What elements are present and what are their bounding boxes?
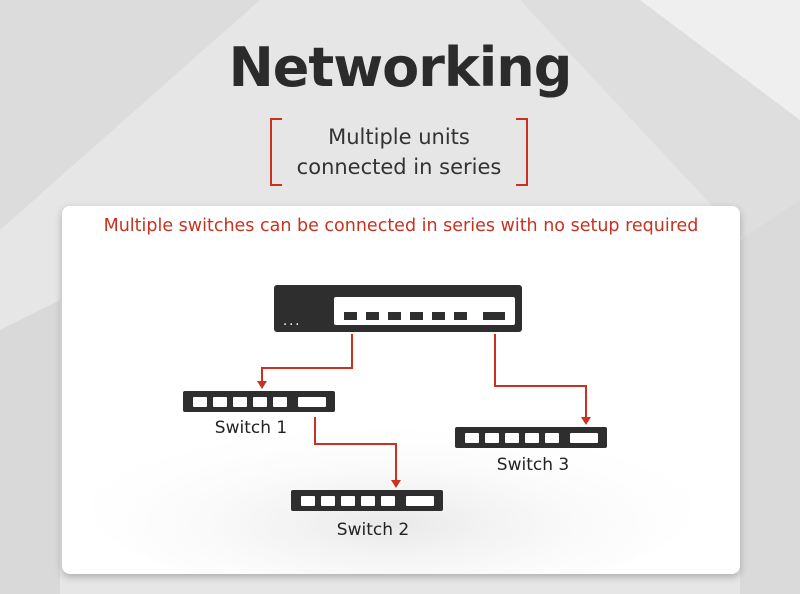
port xyxy=(525,433,539,443)
subtitle-box: Multiple units connected in series xyxy=(270,118,528,186)
port xyxy=(321,496,335,506)
main-switch-dots: ... xyxy=(283,314,301,329)
connection-main-to-switch-3 xyxy=(494,334,587,418)
switch-3: Switch 3 xyxy=(455,427,607,475)
uplink-port xyxy=(298,397,326,407)
switch-1-label: Switch 1 xyxy=(215,418,287,438)
subtitle-line-2: connected in series xyxy=(296,155,502,179)
connections xyxy=(261,334,587,481)
port xyxy=(381,496,395,506)
port xyxy=(454,312,467,320)
port xyxy=(432,312,445,320)
diagram-card: Multiple switches can be connected in se… xyxy=(62,206,740,574)
arrowhead-switch-1 xyxy=(257,381,267,389)
subtitle-line-1: Multiple units xyxy=(328,125,470,149)
port xyxy=(301,496,315,506)
port xyxy=(193,397,207,407)
port xyxy=(505,433,519,443)
network-diagram: ... Switch 1 Switch 2 xyxy=(92,285,692,574)
port xyxy=(341,496,355,506)
port xyxy=(545,433,559,443)
left-bracket xyxy=(270,118,282,186)
port xyxy=(361,496,375,506)
connection-main-to-switch-1 xyxy=(261,334,353,382)
port xyxy=(366,312,379,320)
page-title: Networking xyxy=(228,36,573,99)
uplink-port xyxy=(570,433,598,443)
switch-2: Switch 2 xyxy=(291,490,443,540)
uplink-port xyxy=(483,312,505,320)
main-switch: ... xyxy=(274,285,522,332)
connection-switch-1-to-switch-2 xyxy=(314,417,397,481)
right-bracket xyxy=(516,118,528,186)
port xyxy=(273,397,287,407)
main-switch-port-panel xyxy=(334,297,515,325)
port xyxy=(388,312,401,320)
port xyxy=(465,433,479,443)
arrowhead-switch-3 xyxy=(581,417,591,425)
arrowhead-switch-2 xyxy=(391,480,401,488)
switch-2-label: Switch 2 xyxy=(337,520,409,540)
switch-1: Switch 1 xyxy=(183,391,335,438)
diagram-caption: Multiple switches can be connected in se… xyxy=(103,216,699,236)
switch-3-label: Switch 3 xyxy=(497,455,569,475)
uplink-port xyxy=(406,496,434,506)
port xyxy=(344,312,357,320)
port xyxy=(410,312,423,320)
port xyxy=(253,397,267,407)
port xyxy=(485,433,499,443)
arrowheads xyxy=(257,381,591,488)
port xyxy=(233,397,247,407)
subtitle: Multiple units connected in series xyxy=(270,122,528,182)
port xyxy=(213,397,227,407)
